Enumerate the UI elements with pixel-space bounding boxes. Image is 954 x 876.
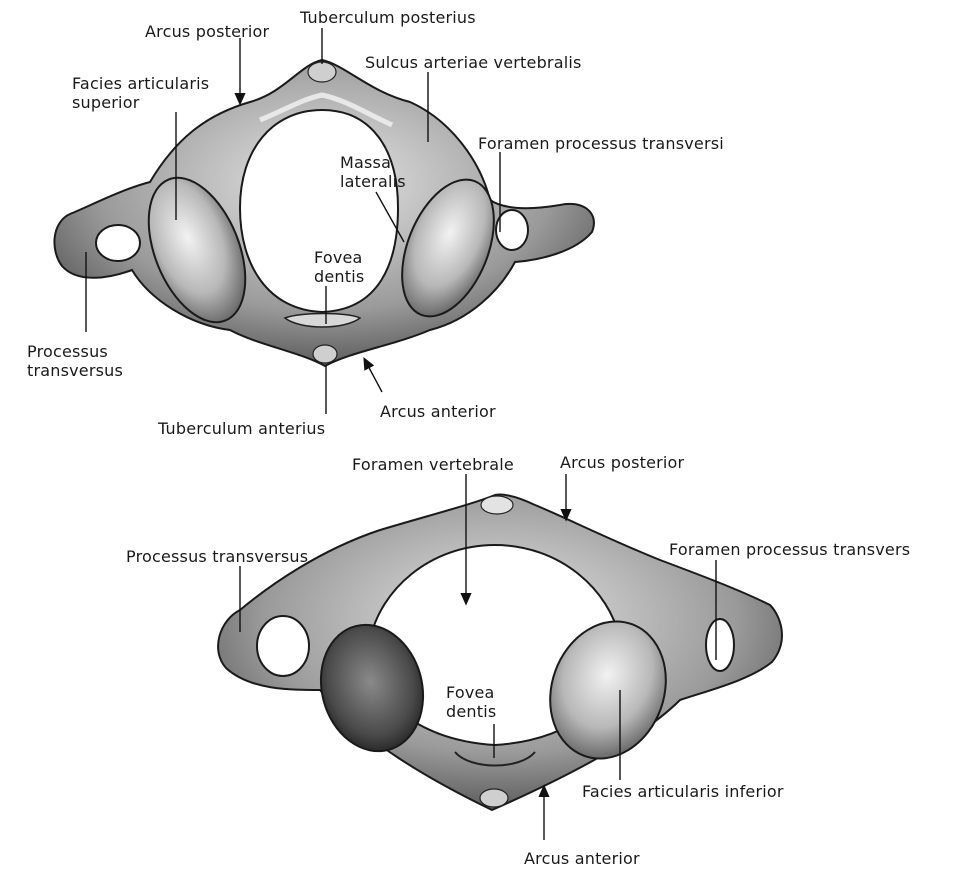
top-label-massa-line-2: lateralis	[340, 172, 406, 191]
top-label-fovea-line-1: Fovea	[314, 248, 363, 267]
bottom-label-processus-transversus: Processus transversus	[126, 547, 309, 566]
bottom-left-inferior-facet	[319, 623, 425, 753]
top-label-processus-transversus: Processus transversus	[27, 342, 147, 380]
top-label-tuberculum-anterius: Tuberculum anterius	[158, 419, 326, 438]
top-label-tuberculum-posterius: Tuberculum posterius	[300, 8, 476, 27]
bottom-label-foramen-vertebrale: Foramen vertebrale	[352, 455, 514, 474]
top-left-transverse-foramen	[95, 224, 141, 262]
top-label-facies-line-2: superior	[72, 93, 140, 112]
bottom-label-facies-articularis-inferior: Facies articularis inferior	[582, 782, 784, 801]
bottom-right-inferior-facet	[549, 620, 667, 760]
top-right-superior-facet	[401, 178, 495, 318]
top-left-superior-facet	[147, 176, 247, 324]
top-label-fovea-dentis: Fovea dentis	[314, 248, 384, 286]
bottom-label-arcus-posterior: Arcus posterior	[560, 453, 685, 472]
bottom-label-fovea-dentis: Fovea dentis	[446, 683, 516, 721]
bottom-label-arcus-anterior: Arcus anterior	[524, 849, 640, 868]
bottom-right-transverse-foramen	[705, 618, 735, 672]
bottom-fovea-dentis	[454, 751, 536, 767]
top-label-massa-lateralis: Massa lateralis	[340, 153, 420, 191]
tuberculum-posterius-mark	[307, 61, 337, 83]
bottom-label-foramen-processus-transvers: Foramen processus transvers	[669, 540, 911, 559]
top-fovea-dentis	[283, 312, 362, 328]
bottom-label-fovea-line-2: dentis	[446, 702, 497, 721]
atlas-superior-view	[53, 58, 595, 368]
top-label-processus-line-1: Processus	[27, 342, 108, 361]
top-label-processus-line-2: transversus	[27, 361, 124, 380]
bottom-anterior-tubercle	[479, 788, 509, 808]
bottom-left-transverse-foramen	[256, 615, 310, 677]
tuberculum-anterius-mark	[312, 344, 338, 364]
top-label-foramen-processus-transversi: Foramen processus transversi	[478, 134, 724, 153]
top-label-arcus-anterior: Arcus anterior	[380, 402, 496, 421]
top-label-sulcus-arteriae-vertebralis: Sulcus arteriae vertebralis	[365, 53, 582, 72]
top-label-fovea-line-2: dentis	[314, 267, 365, 286]
atlas-inferior-view	[217, 493, 783, 812]
bottom-posterior-tubercle	[480, 495, 514, 515]
top-label-massa-line-1: Massa	[340, 153, 392, 172]
top-right-transverse-foramen	[495, 209, 529, 251]
top-label-facies-articularis-superior: Facies articularis superior	[72, 74, 232, 112]
top-label-facies-line-1: Facies articularis	[72, 74, 210, 93]
top-label-arcus-posterior: Arcus posterior	[145, 22, 270, 41]
top-leader-lines	[85, 28, 501, 414]
bottom-leader-lines	[239, 474, 717, 840]
bottom-label-fovea-line-1: Fovea	[446, 683, 495, 702]
